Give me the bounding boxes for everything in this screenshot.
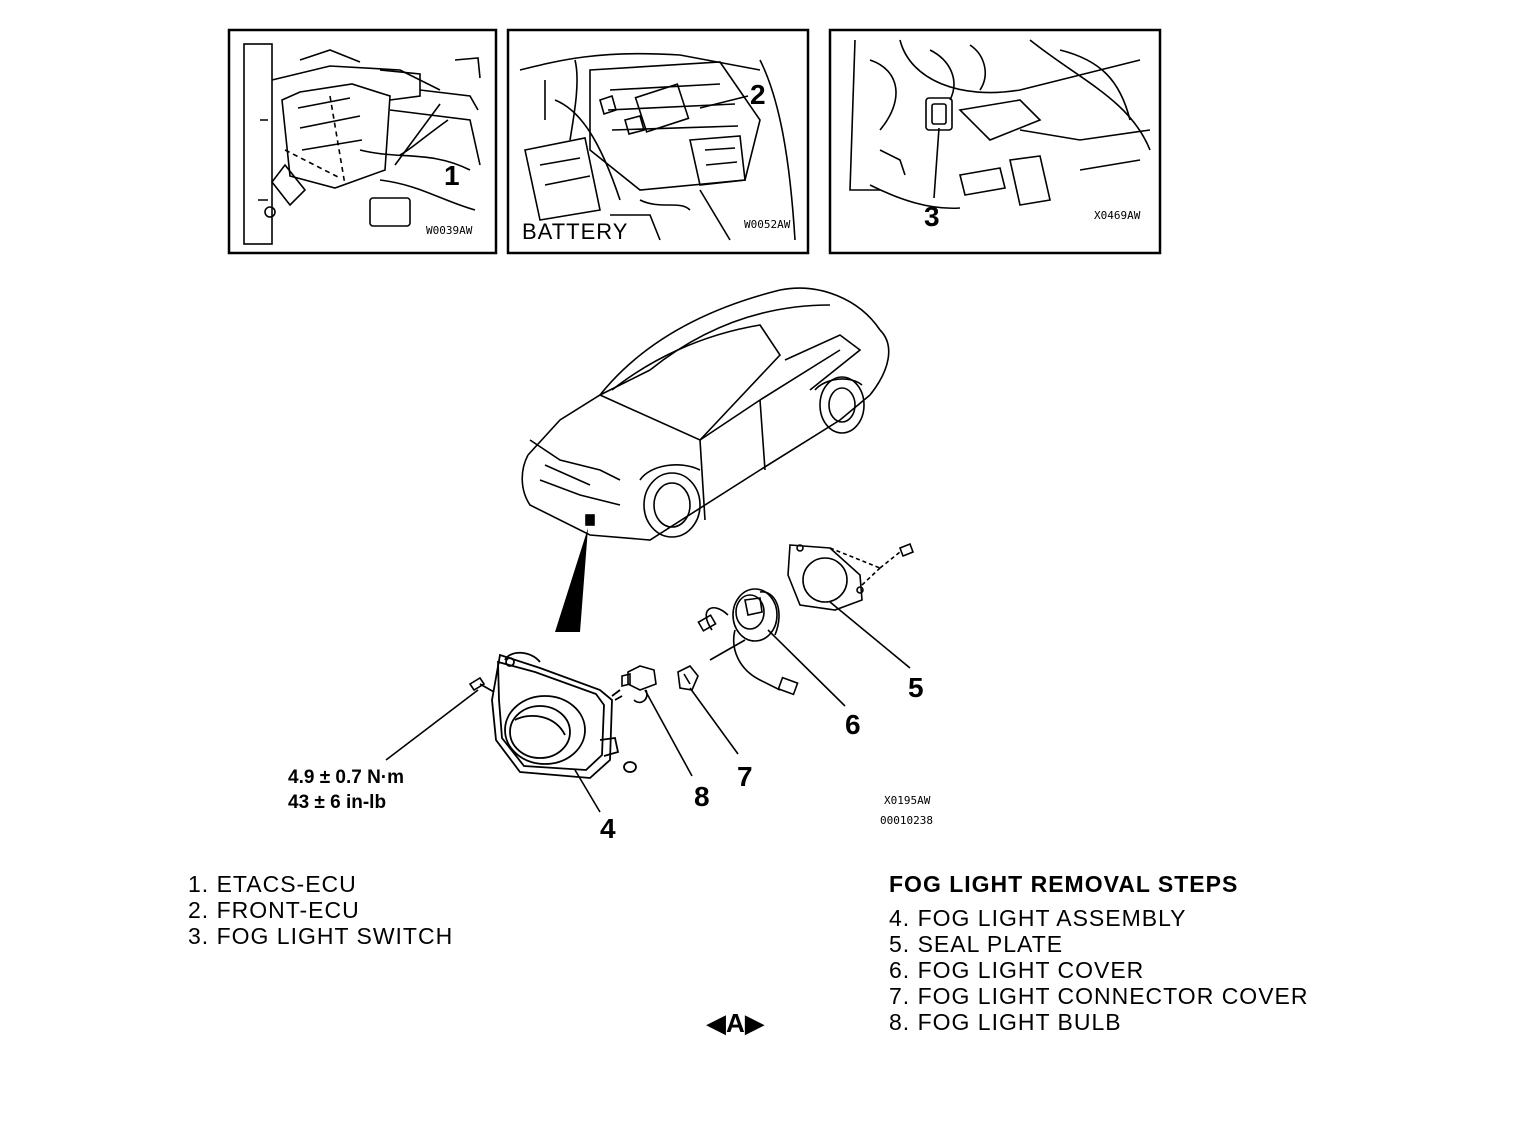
removal-step: 8. FOG LIGHT BULB — [889, 1009, 1122, 1035]
torque-imperial: 43 ± 6 in-lb — [288, 792, 386, 813]
callout-8: 8 — [694, 781, 710, 812]
callout-2: 2 — [750, 79, 766, 110]
removal-step: 7. FOG LIGHT CONNECTOR COVER — [889, 983, 1309, 1009]
fog-light-bulb — [621, 665, 657, 704]
callout-3: 3 — [924, 201, 940, 232]
fog-light-cover — [697, 588, 799, 696]
legend-item: 1. ETACS-ECU — [188, 871, 357, 897]
fog-light-connector-cover — [677, 664, 699, 691]
component-legend: 1. ETACS-ECU 2. FRONT-ECU 3. FOG LIGHT S… — [188, 871, 453, 949]
removal-step: 5. SEAL PLATE — [889, 931, 1064, 957]
inset-code-1: W0039AW — [426, 224, 473, 237]
legend-item: 3. FOG LIGHT SWITCH — [188, 923, 454, 949]
nav-marker: ◀A▶ — [706, 1008, 765, 1039]
inset-code-2: W0052AW — [744, 218, 791, 231]
fog-light-assembly — [491, 651, 637, 779]
callout-1: 1 — [444, 160, 460, 191]
callout-6: 6 — [845, 709, 861, 740]
removal-step: 6. FOG LIGHT COVER — [889, 957, 1145, 983]
inset-fog-light-switch: 3 X0469AW — [828, 28, 1162, 255]
battery-label: BATTERY — [522, 219, 628, 244]
removal-step: 4. FOG LIGHT ASSEMBLY — [889, 905, 1187, 931]
torque-metric: 4.9 ± 0.7 N·m — [288, 767, 404, 788]
figure-number: 00010238 — [880, 814, 933, 827]
left-arrow-icon: ◀ — [706, 1008, 726, 1038]
car-illustration — [521, 287, 890, 541]
legend-item: 2. FRONT-ECU — [188, 897, 360, 923]
inset-etacs-ecu: 1 W0039AW — [227, 28, 498, 255]
mounting-screw — [385, 676, 495, 761]
inset-front-ecu: 2 BATTERY W0052AW — [506, 28, 810, 255]
pointer-wedge — [555, 528, 588, 632]
callout-7: 7 — [737, 761, 753, 792]
removal-steps: FOG LIGHT REMOVAL STEPS 4. FOG LIGHT ASS… — [889, 871, 1308, 1035]
inset-code-3: X0469AW — [1094, 209, 1141, 222]
removal-steps-title: FOG LIGHT REMOVAL STEPS — [889, 871, 1239, 897]
seal-plate — [787, 542, 915, 611]
figure-code: X0195AW — [884, 794, 931, 807]
callout-leaders — [574, 601, 911, 813]
callout-5: 5 — [908, 672, 924, 703]
nav-marker-letter: A — [726, 1008, 745, 1038]
right-arrow-icon: ▶ — [744, 1008, 765, 1038]
callout-4: 4 — [600, 813, 616, 844]
